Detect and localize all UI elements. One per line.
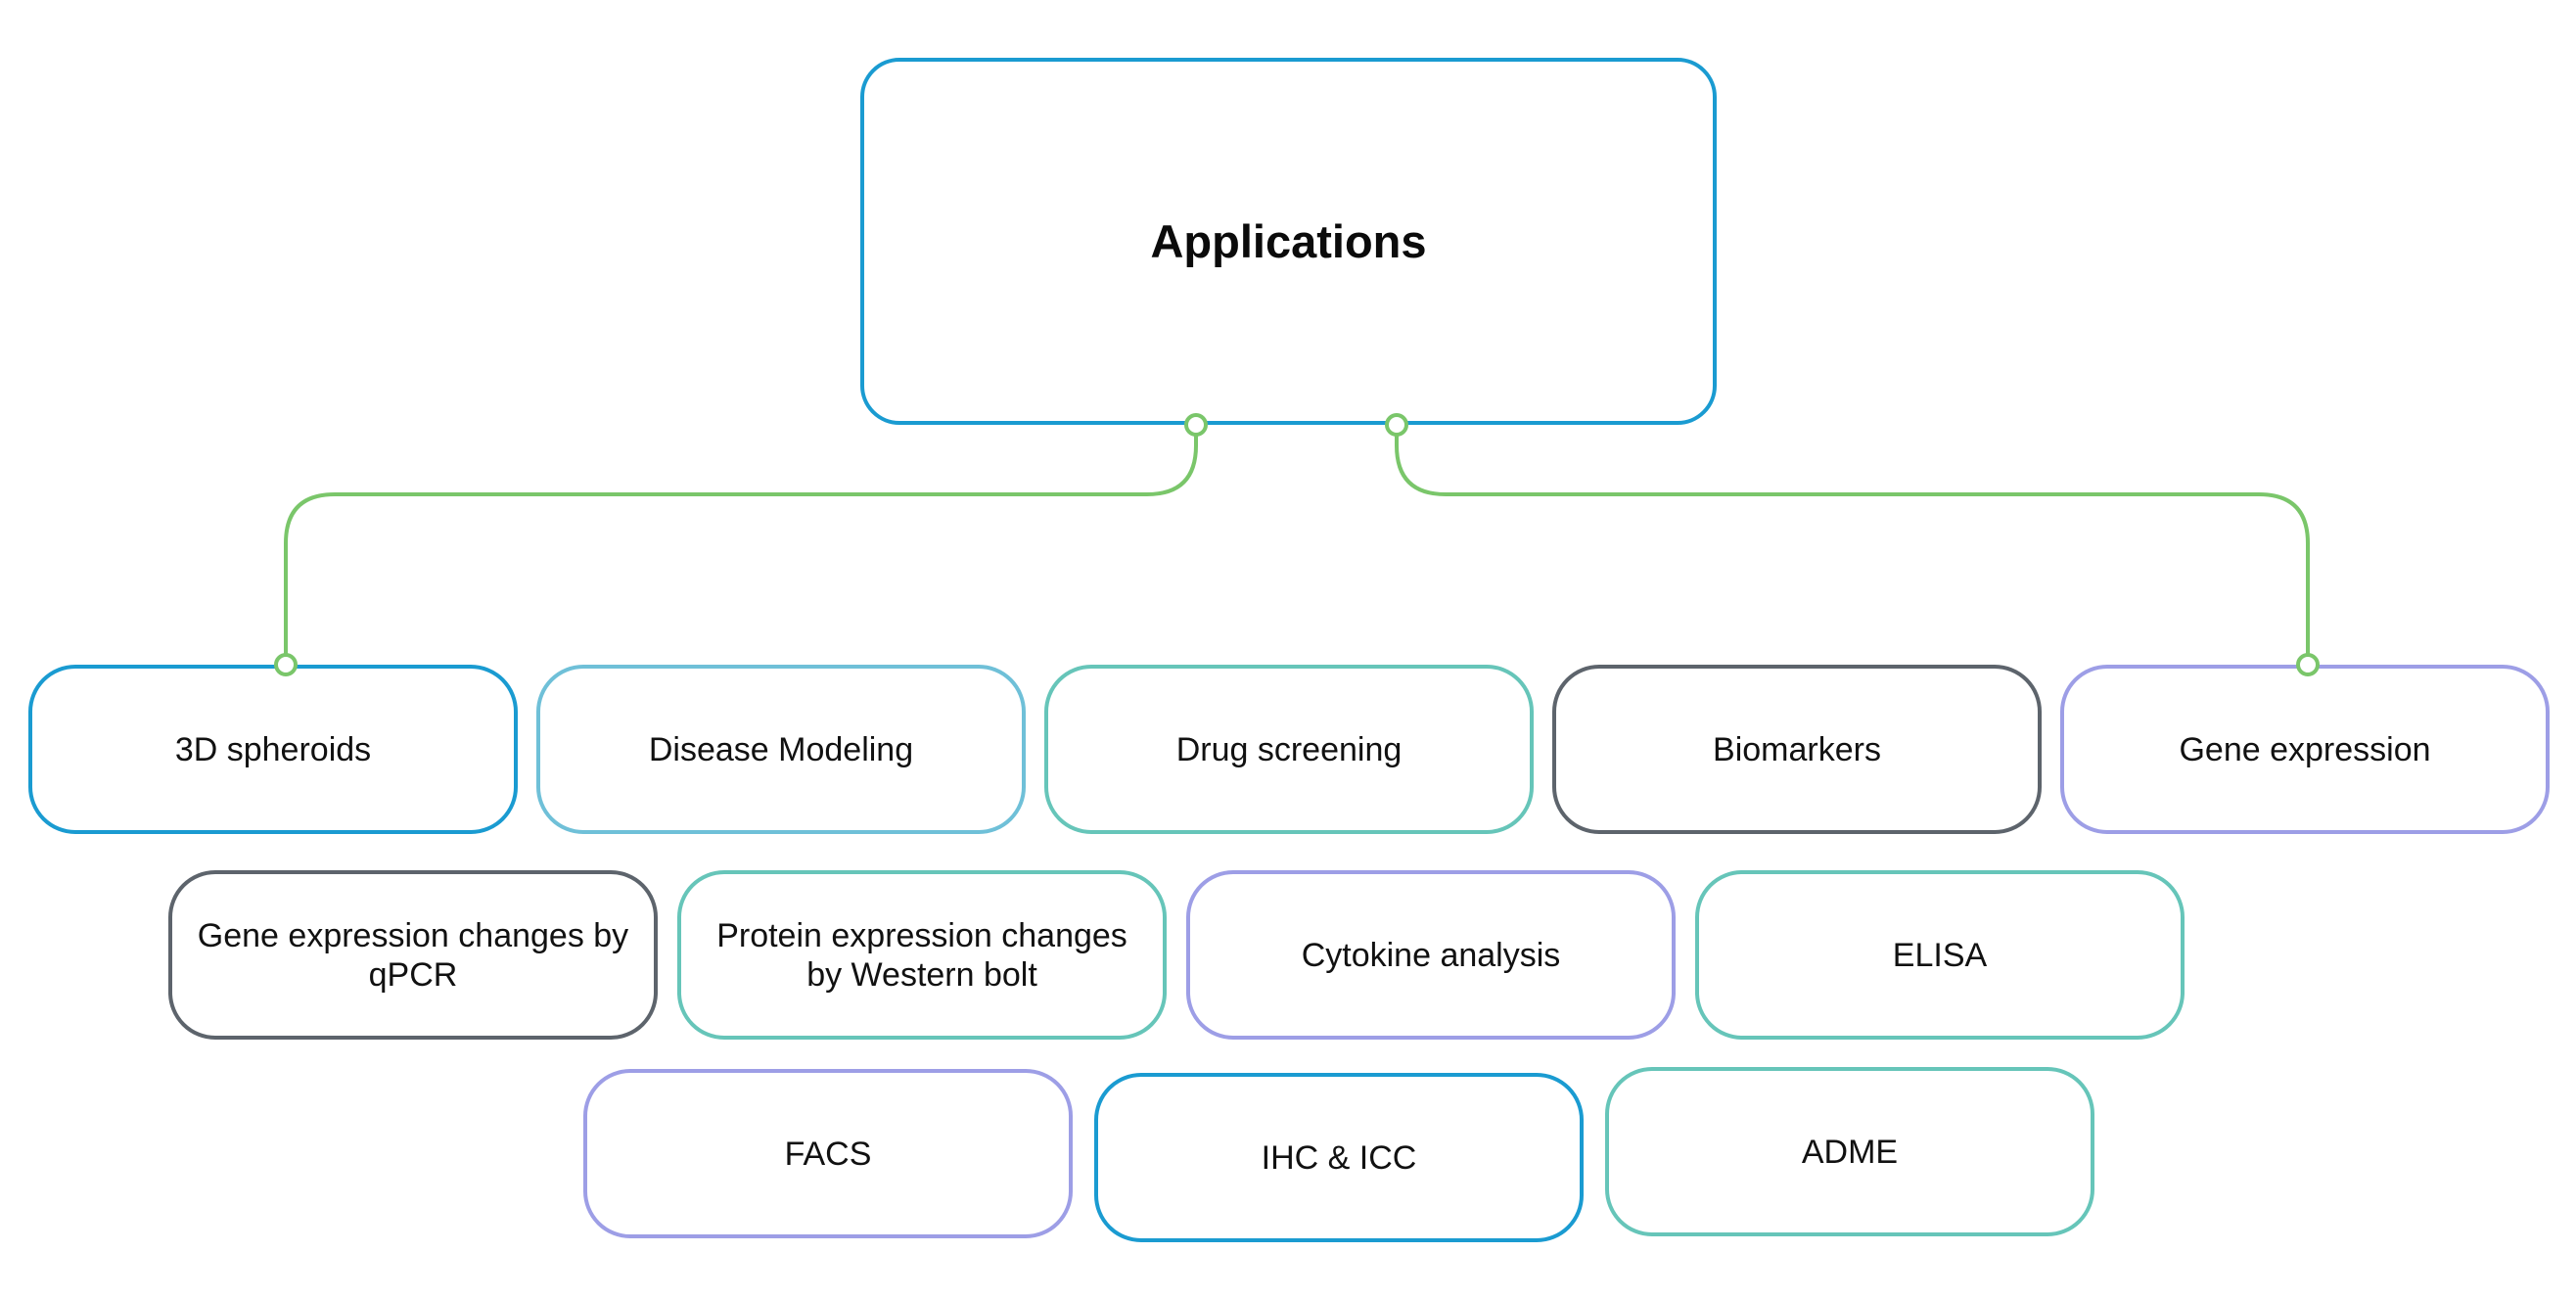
node-label: 3D spheroids [174, 730, 372, 768]
node-label: Protein expression changes by Western bo… [716, 916, 1127, 994]
node-label: Gene expression [2179, 730, 2431, 768]
node-label: Gene expression changes by qPCR [197, 916, 629, 994]
node-label: ADME [1801, 1133, 1899, 1171]
node-label: Drug screening [1175, 730, 1403, 768]
node-protein-expression-western: Protein expression changes by Western bo… [677, 870, 1167, 1040]
node-label: ELISA [1892, 936, 1988, 974]
node-drug-screening: Drug screening [1044, 665, 1534, 834]
node-ihc-icc: IHC & ICC [1094, 1073, 1584, 1242]
node-label: Disease Modeling [648, 730, 914, 768]
connector-right [1395, 425, 2310, 665]
node-label: Biomarkers [1713, 730, 1881, 768]
connector-left [284, 425, 1198, 665]
node-adme: ADME [1605, 1067, 2094, 1236]
node-3d-spheroids: 3D spheroids [28, 665, 518, 834]
node-label: IHC & ICC [1261, 1138, 1417, 1177]
node-gene-expression-qpcr: Gene expression changes by qPCR [168, 870, 658, 1040]
node-facs: FACS [583, 1069, 1073, 1238]
node-biomarkers: Biomarkers [1552, 665, 2042, 834]
applications-label: Applications [1150, 214, 1427, 267]
node-label: FACS [784, 1135, 872, 1173]
node-elisa: ELISA [1695, 870, 2185, 1040]
applications-node: Applications [860, 58, 1717, 425]
node-cytokine-analysis: Cytokine analysis [1186, 870, 1676, 1040]
node-label: Cytokine analysis [1301, 936, 1561, 974]
node-disease-modeling: Disease Modeling [536, 665, 1026, 834]
node-gene-expression: Gene expression [2060, 665, 2550, 834]
